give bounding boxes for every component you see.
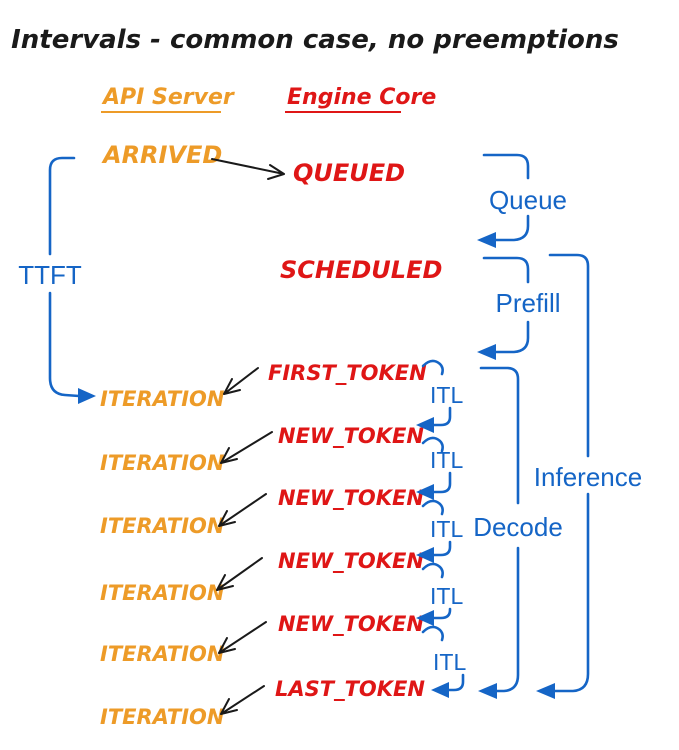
itl-arrowhead-icon xyxy=(431,682,449,698)
new-token-2-to-iteration-arrow xyxy=(218,493,267,527)
itl-arrowhead-icon xyxy=(416,484,434,500)
itl-arrowhead-icon xyxy=(416,547,434,563)
event-new-token-2: NEW_TOKEN xyxy=(278,486,424,510)
new-token-1-to-iteration-arrow xyxy=(220,431,273,464)
event-first-token: FIRST_TOKEN xyxy=(268,361,427,385)
interval-queue-label: Queue xyxy=(489,185,567,215)
itl-bracket-4 xyxy=(416,562,452,626)
itl-bracket-2 xyxy=(416,436,452,500)
event-last-token: LAST_TOKEN xyxy=(275,677,425,701)
event-queued: QUEUED xyxy=(293,159,405,187)
itl-bracket-3 xyxy=(416,499,452,563)
interval-itl-label-2: ITL xyxy=(430,447,463,473)
page-title: Intervals - common case, no preemptions xyxy=(11,25,619,55)
interval-prefill-label: Prefill xyxy=(495,288,560,318)
new-token-3-to-iteration-arrow xyxy=(216,557,263,591)
arrived-to-queued-arrow xyxy=(211,158,285,180)
queue-bracket xyxy=(477,153,530,248)
itl-bracket-5 xyxy=(421,625,465,698)
ttft-arrowhead-icon xyxy=(78,388,96,404)
event-new-token-3: NEW_TOKEN xyxy=(278,549,424,573)
decode-arrowhead-icon xyxy=(478,683,497,699)
interval-decode-label: Decode xyxy=(473,512,563,542)
interval-ttft-label: TTFT xyxy=(18,260,82,290)
inference-bracket xyxy=(536,253,590,699)
interval-itl-label-1: ITL xyxy=(430,382,463,408)
event-new-token-1: NEW_TOKEN xyxy=(278,424,424,448)
inference-arrowhead-icon xyxy=(536,683,555,699)
itl-arrowhead-icon xyxy=(416,610,434,626)
event-new-token-4: NEW_TOKEN xyxy=(278,612,424,636)
itl-arrowhead-icon xyxy=(416,417,434,433)
new-token-4-to-iteration-arrow xyxy=(218,621,267,654)
ttft-bracket xyxy=(48,156,96,404)
interval-itl-label-5: ITL xyxy=(433,649,466,675)
event-arrived: ARRIVED xyxy=(101,141,222,169)
event-scheduled: SCHEDULED xyxy=(280,256,442,284)
engine-core-header: Engine Core xyxy=(287,85,436,110)
decode-bracket xyxy=(478,366,520,699)
interval-itl-label-3: ITL xyxy=(430,516,463,542)
event-iteration-6: ITERATION xyxy=(100,705,225,729)
interval-itl-label-4: ITL xyxy=(430,583,463,609)
prefill-arrowhead-icon xyxy=(477,344,496,360)
prefill-bracket xyxy=(477,256,530,360)
event-iteration-3: ITERATION xyxy=(100,514,225,538)
interval-inference-label: Inference xyxy=(534,462,642,492)
first-token-to-iteration-arrow xyxy=(223,367,259,395)
itl-bracket-1 xyxy=(416,359,452,433)
last-token-to-iteration-arrow xyxy=(220,685,265,715)
api-server-header: API Server xyxy=(101,85,235,110)
event-iteration-5: ITERATION xyxy=(100,642,225,666)
event-iteration-4: ITERATION xyxy=(100,581,225,605)
queue-arrowhead-icon xyxy=(477,232,496,248)
event-iteration-2: ITERATION xyxy=(100,451,225,475)
event-iteration-1: ITERATION xyxy=(100,387,225,411)
